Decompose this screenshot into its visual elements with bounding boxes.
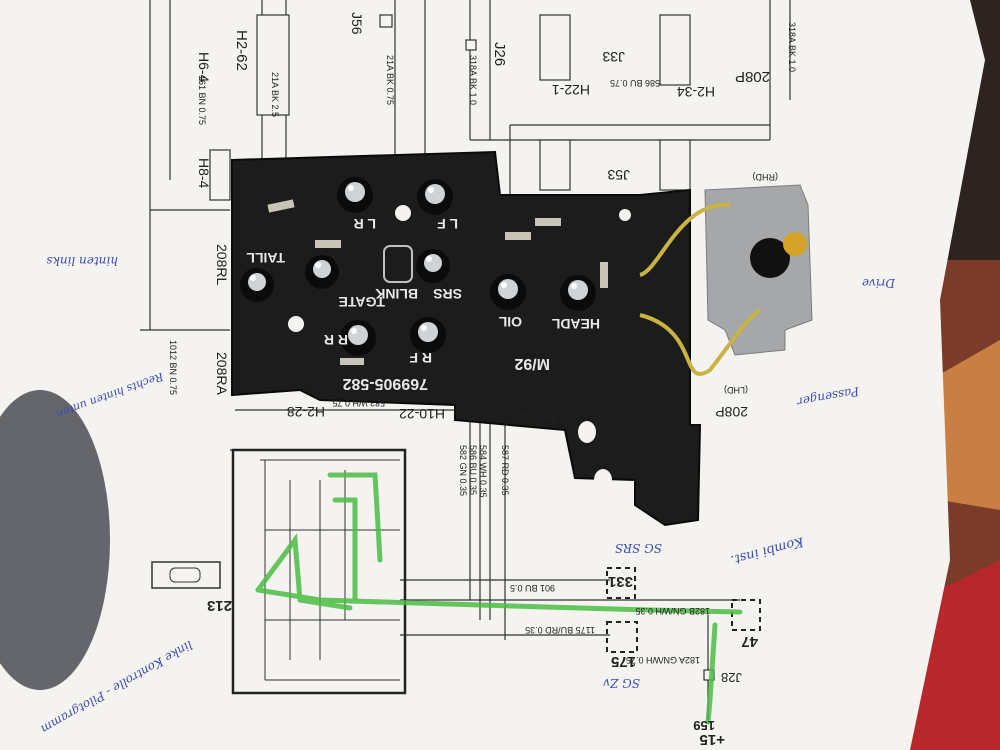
pcb-label-rr: R R [323,332,348,348]
bulb-rr [340,320,376,356]
hand-hinten-links: hinten links [46,254,118,268]
wire-318a-a: 318A BK 1.0 [468,55,478,106]
srs-socket [383,245,413,283]
bulb-socket [750,238,790,278]
wire-584: 584 WH 0.35 [478,445,488,498]
label-208ra: 208RA [214,352,230,395]
pcb-bulbs [240,177,596,356]
wire-182a: 182A GN/WH 0.75 [625,655,700,665]
bulb-taill [240,268,274,302]
pcb-holes [288,205,631,491]
pcb-date-code: M/92 [514,355,550,372]
pcb-diodes [267,199,608,365]
pcb-label-taill: TAILL [246,250,285,266]
bulb-lf [417,179,453,215]
box-175: 175 [610,653,636,670]
pcb-label-oil: OIL [498,314,522,330]
label-h2-28: H2-28 [286,404,325,420]
green-highlight [255,472,743,725]
car-icon [151,561,221,589]
yellow-wires [639,202,762,376]
dashed-boxes [606,567,761,653]
pcb-label-tgate: TGATE [338,294,385,310]
label-h22-1: H22-1 [551,82,590,98]
hand-sg-srs: SG SRS [614,541,662,555]
label-h2-62: H2-62 [233,30,250,71]
bulb-headl [560,275,596,311]
label-208p-top: 208P [734,68,770,85]
bulb-oil [490,274,526,310]
lhd-label: (LHD) [724,385,748,395]
box-47: 47 [741,633,758,650]
shadow [0,390,110,690]
label-h22-2: H22-2 [516,409,555,425]
label-h10-22: H10-22 [399,406,445,422]
pcb-label-rf: R F [409,350,432,366]
car-shape [169,567,201,583]
connector-boxes [209,14,715,681]
pcb-part-number: 769905-582 [342,375,428,392]
pcb-label-headl: HEADL [551,316,600,332]
bulb-lr [337,177,373,213]
wire-182b: 182B GN/WH 0.35 [635,606,710,616]
hand-sg-zv: SG Zv [603,676,640,690]
pcb-label-lf: L F [437,216,458,232]
pcb-label-lr: L R [353,216,376,232]
bulb-srs [416,249,450,283]
yellow-bulb [783,232,807,256]
bulb-tgate [305,255,339,289]
label-h8-4: H8-4 [196,158,212,189]
box-331: 331 [607,573,633,590]
wire-587: 587 RD 0.35 [500,445,510,496]
wire-586: 586 BU 0.75 [609,78,660,88]
wire-318a-b: 318A BK 1.0 [787,22,797,73]
terminal-159: 159 [693,718,715,733]
label-j53: J53 [607,167,630,183]
label-h2-34: H2-34 [676,84,715,100]
wire-1012: 1012 BN 0.75 [168,340,178,396]
wire-21a-25: 21A BK 2.5 [270,72,280,118]
label-j33: J33 [602,49,625,65]
wire-901: 901 BU 0.5 [509,583,555,593]
label-208p-bottom: 208P [715,404,748,420]
wire-1175: 1175 BU/RD 0.35 [525,625,595,635]
label-j56: J56 [349,12,365,35]
wire-161: 161 BN 0.75 [197,75,207,126]
terminal-15: +15 [699,731,725,748]
label-208rl: 208RL [214,244,230,286]
rhd-label: (RHD) [752,172,779,182]
pcb-label-srs: SRS [433,286,462,302]
wire-21a-075: 21A BK 0.75 [385,55,395,106]
label-j26: J26 [491,42,508,67]
box-213: 213 [206,597,232,614]
circuit-box [231,448,407,695]
wire-582: 582 GN 0.35 [458,445,468,497]
wire-583: 583 WH 0.75 [332,398,385,408]
bulb-rf [410,317,446,353]
magazine-orange-patch [930,340,1000,510]
label-j28: J28 [721,670,742,685]
hand-drive: Drive [861,276,895,290]
wire-586b: 586 BU 0.35 [468,445,478,496]
